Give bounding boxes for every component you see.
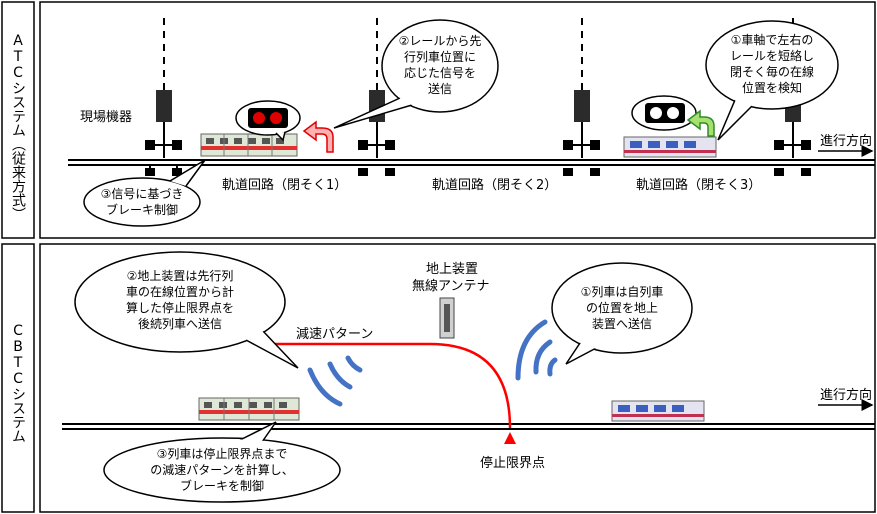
atc-bubble-detect-text: ①車軸で左右の レールを短絡し 閉そく毎の在線 位置を検知: [729, 33, 814, 95]
red-curved-arrow-icon: [302, 120, 334, 153]
radio-wave-right-icon: [515, 319, 558, 381]
atc-side-label: ATCシステム（従来方式）: [10, 33, 26, 221]
track-circuit-1-label: 軌道回路（閉そく1）: [222, 178, 348, 193]
deceleration-pattern-curve: [272, 342, 512, 429]
field-device-1: [145, 18, 182, 176]
cbtc-bubble-ground-text: ②地上装置は先行列 車の在線位置から計 算した停止限界点を 後続列車へ送信: [125, 269, 234, 331]
green-signal-aspect: [631, 95, 697, 131]
cbtc-following-train: [198, 397, 300, 421]
cbtc-bubble-train-text: ①列車は自列車 の位置を地上 装置へ送信: [580, 285, 664, 331]
cbtc-side-frame: [1, 243, 35, 513]
cbtc-bubble-brake: [103, 421, 341, 503]
track-circuit-3-label: 軌道回路（閉そく3）: [636, 178, 762, 193]
cbtc-bubble-ground: [74, 251, 299, 369]
field-device-label: 現場機器: [80, 110, 133, 125]
antenna-label-2: 無線アンテナ: [412, 279, 490, 294]
atc-bubble-brake-text: ③信号に基づき ブレーキ制御: [100, 187, 184, 217]
cbtc-preceding-train: [611, 400, 705, 422]
green-curved-arrow-icon: [686, 109, 715, 137]
stop-limit-marker: [504, 432, 516, 444]
cbtc-side-label: CBTCシステム: [10, 323, 26, 443]
track-circuit-2-label: 軌道回路（閉そく2）: [432, 178, 558, 193]
cbtc-bubble-brake-text: ③列車は停止限界点まで の減速パターンを計算し、 ブレーキを制御: [150, 447, 294, 493]
radio-wave-left-icon: [307, 355, 363, 407]
deceleration-pattern-label: 減速パターン: [296, 327, 374, 342]
atc-direction-label: 進行方向: [820, 134, 873, 149]
red-signal-aspect: [235, 100, 301, 142]
field-device-3: [563, 18, 600, 176]
atc-bubble-signal-text: ②レールから先 行列車位置に 応じた信号を 送信: [398, 34, 482, 96]
cbtc-bubble-train: [551, 262, 693, 365]
atc-bubble-brake: [83, 159, 206, 227]
atc-side-frame: [1, 1, 35, 239]
stop-limit-label: 停止限界点: [480, 456, 546, 471]
antenna-label-1: 地上装置: [426, 262, 479, 277]
radio-antenna-icon: [439, 297, 455, 339]
atc-preceding-train: [623, 136, 717, 158]
atc-bubble-detect: [705, 20, 839, 141]
atc-following-train: [200, 133, 298, 157]
atc-bubble-signal: [333, 19, 499, 129]
cbtc-direction-label: 進行方向: [820, 388, 873, 403]
